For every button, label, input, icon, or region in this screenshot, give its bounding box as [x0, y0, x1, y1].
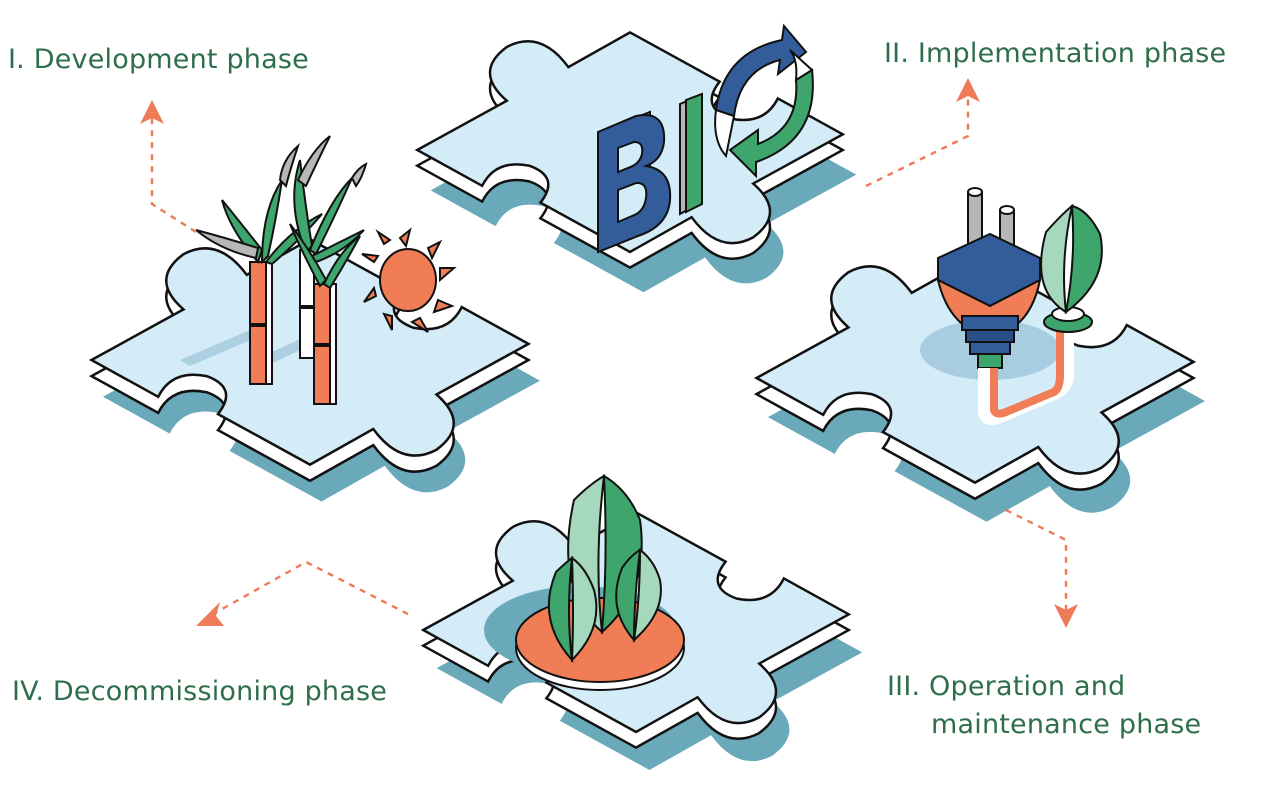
bio-cycle-icon — [597, 23, 814, 254]
arrow-to-decommissioning — [205, 560, 409, 620]
arrow-to-operation — [1005, 508, 1068, 610]
arrowhead-development — [140, 100, 164, 124]
arrow-heads — [140, 78, 1078, 628]
arrowhead-implementation — [956, 78, 980, 102]
label-operation-line1: III. Operation and — [887, 671, 1126, 702]
sugarcane-sun-icon — [195, 135, 457, 405]
plug-leaf-icon — [920, 187, 1103, 425]
cycle-arrows — [150, 90, 1068, 620]
arrow-to-implementation — [865, 90, 970, 188]
arrowhead-operation — [1054, 604, 1078, 628]
label-implementation-phase: II. Implementation phase — [884, 38, 1227, 69]
arrowhead-decommissioning — [196, 602, 224, 626]
arrow-to-development — [150, 112, 197, 234]
label-operation-phase: III. Operation and maintenance phase — [887, 668, 1201, 744]
label-decommissioning-phase: IV. Decommissioning phase — [12, 676, 388, 707]
label-operation-line2: maintenance phase — [931, 709, 1202, 740]
regrowth-leaves-icon — [484, 474, 685, 691]
label-development-phase: I. Development phase — [8, 44, 309, 75]
